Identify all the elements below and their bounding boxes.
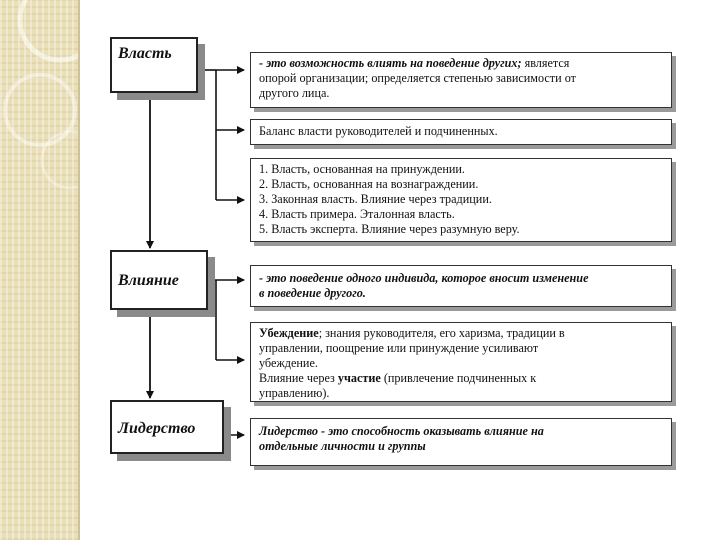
balance-text: Баланс власти руководителей и подчиненны… <box>259 124 498 138</box>
methods-line2: управлении, поощрение или принуждение ус… <box>259 341 539 355</box>
balance-box: Баланс власти руководителей и подчиненны… <box>250 119 672 145</box>
power-type-item: 1. Власть, основанная на принуждении. <box>259 162 465 176</box>
methods-line1-rest: ; знания руководителя, его харизма, трад… <box>318 326 565 340</box>
vlast-definition-line2: опорой организации; определяется степень… <box>259 71 576 85</box>
vlast-connectors <box>200 66 245 204</box>
vlast-definition-line3: другого лица. <box>259 86 330 100</box>
strip-circles-ornament <box>3 0 78 190</box>
vliyanie-definition-line2: в поведение другого. <box>259 286 366 300</box>
node-liderstvo: Лидерство <box>110 400 224 454</box>
node-liderstvo-label: Лидерство <box>118 420 196 437</box>
vliyanie-definition-line1: - это поведение одного индивида, которое… <box>259 271 589 285</box>
node-vlast: Власть <box>110 37 198 93</box>
power-type-item: 4. Власть примера. Эталонная власть. <box>259 207 455 221</box>
strip-border-line <box>78 0 80 540</box>
influence-methods-box: Убеждение; знания руководителя, его хари… <box>250 322 672 402</box>
node-vliyanie: Влияние <box>110 250 208 310</box>
liderstvo-definition-line2: отдельные личности и группы <box>259 439 426 453</box>
power-types-box: 1. Власть, основанная на принуждении. 2.… <box>250 158 672 242</box>
methods-line4-rest: (привлечение подчиненных к <box>380 371 537 385</box>
methods-line5: управлению). <box>259 386 330 400</box>
decorative-side-strip <box>0 0 78 540</box>
methods-bold-ubezhdenie: Убеждение <box>259 326 319 340</box>
vlast-definition-rest: является <box>521 56 570 70</box>
vliyanie-connectors <box>212 276 245 364</box>
methods-line3: убеждение. <box>259 356 318 370</box>
methods-bold-uchastie: участие <box>337 371 381 385</box>
vlast-definition-italic: - это возможность влиять на поведение др… <box>259 56 522 70</box>
power-type-item: 3. Законная власть. Влияние через традиц… <box>259 192 492 206</box>
power-type-item: 5. Власть эксперта. Влияние через разумн… <box>259 222 520 236</box>
vliyanie-definition-box: - это поведение одного индивида, которое… <box>250 265 672 307</box>
vlast-definition-box: - это возможность влиять на поведение др… <box>250 52 672 108</box>
strip-texture <box>0 0 78 540</box>
node-vlast-label: Власть <box>118 45 172 62</box>
power-type-item: 2. Власть, основанная на вознаграждении. <box>259 177 479 191</box>
liderstvo-definition-box: Лидерство - это способность оказывать вл… <box>250 418 672 466</box>
methods-line4-pre: Влияние через <box>259 371 338 385</box>
liderstvo-definition-line1: Лидерство - это способность оказывать вл… <box>259 424 544 438</box>
node-vliyanie-label: Влияние <box>118 272 179 289</box>
